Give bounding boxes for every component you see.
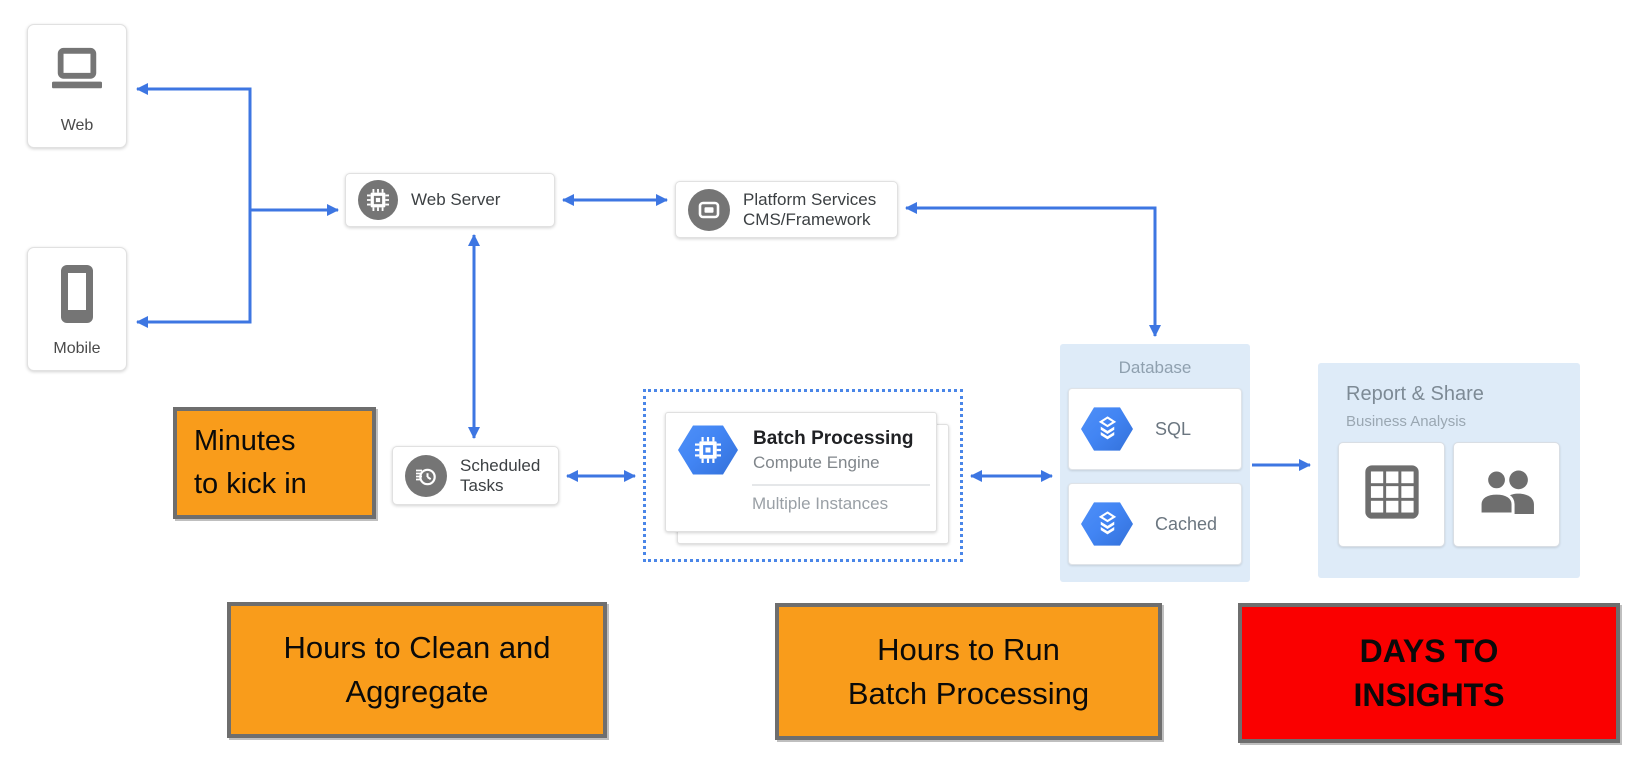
callout-days-to-insights: DAYS TO INSIGHTS (1238, 603, 1620, 743)
report-share-panel: Report & Share Business Analysis (1318, 363, 1580, 578)
database-title: Database (1118, 358, 1192, 377)
cached-layers-icon (1081, 502, 1133, 546)
report-table-card (1338, 442, 1445, 547)
phone-icon (28, 248, 126, 340)
node-web-server: Web Server (345, 173, 555, 227)
node-web-label: Web (60, 117, 94, 134)
callout-hours-to-run-batch: Hours to Run Batch Processing (775, 603, 1162, 740)
app-window-icon (688, 188, 730, 231)
node-mobile: Mobile (27, 247, 127, 371)
node-scheduled-tasks-label: Scheduled Tasks (460, 455, 541, 495)
callout-hours-to-clean: Hours to Clean and Aggregate (227, 602, 607, 738)
batch-note: Multiple Instances (752, 494, 889, 513)
database-cached-card: Cached (1068, 483, 1242, 565)
node-mobile-label: Mobile (53, 340, 101, 357)
database-cached-label: Cached (1155, 513, 1218, 534)
database-sql-card: SQL (1068, 388, 1242, 470)
database-sql-label: SQL (1155, 418, 1192, 439)
batch-processing-group (643, 389, 963, 562)
table-icon (1360, 460, 1424, 529)
node-scheduled-tasks: Scheduled Tasks (392, 446, 559, 505)
report-share-subtitle: Business Analysis (1346, 413, 1467, 430)
node-batch-processing: Batch Processing Compute Engine Multiple… (665, 412, 937, 532)
node-web: Web (27, 24, 127, 148)
compute-engine-icon (678, 425, 738, 475)
batch-subtitle: Compute Engine (753, 453, 880, 472)
database-panel: Database SQL Cached (1060, 344, 1250, 582)
divider (752, 484, 930, 486)
chip-icon (358, 180, 398, 220)
scheduled-tasks-icon (405, 454, 447, 497)
report-share-title: Report & Share (1346, 383, 1484, 405)
node-web-server-label: Web Server (411, 190, 501, 209)
people-icon (1474, 464, 1540, 525)
sql-layers-icon (1081, 407, 1133, 451)
laptop-icon (28, 25, 126, 117)
node-platform-services: Platform Services CMS/Framework (675, 181, 898, 238)
node-platform-services-label: Platform Services CMS/Framework (743, 189, 877, 229)
report-people-card (1453, 442, 1560, 547)
callout-minutes-to-kick-in: Minutes to kick in (173, 407, 376, 519)
batch-title: Batch Processing (753, 428, 914, 449)
